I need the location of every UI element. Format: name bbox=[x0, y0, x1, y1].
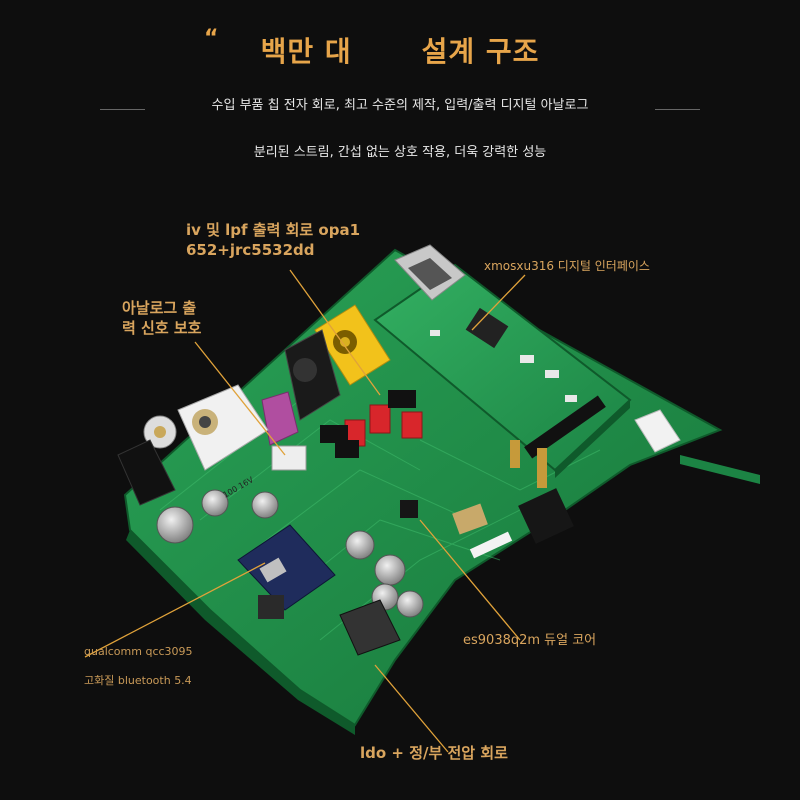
callout-qualcomm-line2: 고화질 bluetooth 5.4 bbox=[84, 673, 192, 687]
callout-es9038: es9038q2m 듀얼 코어 bbox=[463, 633, 597, 648]
title-left: 백만 대 bbox=[260, 35, 352, 68]
opamp-3 bbox=[335, 440, 359, 458]
smd-parts bbox=[430, 330, 577, 402]
page-title: 백만 대 설계 구조 bbox=[0, 30, 800, 70]
dc-jack bbox=[117, 439, 176, 506]
callout-ldo: ldo + 정/부 전압 회로 bbox=[360, 744, 508, 762]
ribbon-connector bbox=[469, 531, 513, 559]
opamp-1 bbox=[388, 390, 416, 408]
title-right: 설계 구조 bbox=[421, 35, 540, 68]
divider-right bbox=[655, 109, 700, 110]
white-header bbox=[271, 445, 307, 471]
standoff bbox=[537, 448, 547, 488]
bluetooth-module bbox=[237, 524, 336, 611]
callout-xmos: xmosxu316 디지털 인터페이스 bbox=[484, 259, 650, 273]
xmos-daughter-board bbox=[373, 244, 632, 488]
pin-header bbox=[524, 395, 606, 459]
callout-lines bbox=[84, 269, 526, 753]
quote-mark: “ bbox=[204, 26, 219, 51]
board-right-tab bbox=[680, 455, 760, 484]
callout-analog-line1: 아날로그 출 bbox=[122, 299, 197, 317]
subtitle-line-1: 수입 부품 칩 전자 회로, 최고 수준의 제작, 입력/출력 디지털 아날로그 bbox=[211, 98, 589, 113]
power-connector bbox=[634, 409, 681, 453]
output-stage bbox=[271, 390, 423, 471]
callout-qualcomm-line1: qualcomm qcc3095 bbox=[84, 645, 193, 658]
callout-iv-lpf-line2: 652+jrc5532dd bbox=[186, 241, 315, 260]
rca-yellow-jack bbox=[314, 304, 391, 386]
inductor bbox=[258, 595, 284, 619]
callout-iv-lpf: iv 및 lpf 출력 회로 opa1 652+jrc5532dd bbox=[186, 220, 360, 261]
subtitle-line-2: 분리된 스트림, 간섭 없는 상호 작용, 더욱 강력한 성능 bbox=[253, 145, 547, 160]
callout-analog-protect: 아날로그 출 력 신호 보호 bbox=[122, 298, 201, 339]
standoff bbox=[510, 440, 520, 468]
divider-left bbox=[100, 109, 145, 110]
callout-iv-lpf-line1: iv 및 lpf 출력 회로 opa1 bbox=[186, 221, 361, 239]
rca-black-jack bbox=[284, 329, 341, 421]
crystal bbox=[452, 503, 488, 535]
callout-qualcomm: qualcomm qcc3095 고화질 bluetooth 5.4 bbox=[84, 638, 193, 695]
voltage-regulator bbox=[339, 599, 401, 656]
small-chip bbox=[400, 500, 418, 518]
opamp-2 bbox=[320, 425, 348, 443]
usb-b-connector bbox=[394, 244, 466, 301]
callout-analog-line2: 력 신호 보호 bbox=[122, 319, 202, 338]
capacitors bbox=[156, 489, 424, 618]
xmos-chip bbox=[465, 307, 509, 349]
dsp-chip bbox=[518, 488, 574, 544]
